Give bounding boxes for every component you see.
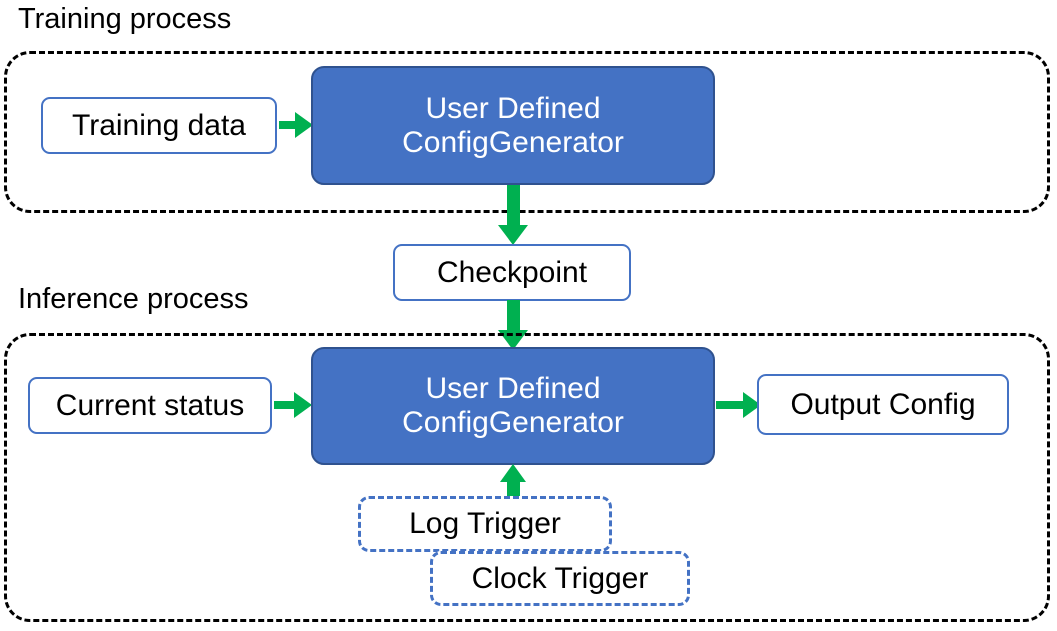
- inference-process-group: [4, 333, 1050, 622]
- current-status-node[interactable]: Current status: [28, 377, 272, 434]
- arrow-training-generator-to-checkpoint: [498, 185, 528, 245]
- arrow-head: [500, 464, 526, 482]
- log-trigger-node[interactable]: Log Trigger: [358, 496, 612, 552]
- arrow-head: [498, 225, 528, 245]
- arrow-shaft: [279, 121, 301, 129]
- arrow-shaft: [506, 300, 520, 334]
- arrow-generator-to-output-config: [716, 392, 761, 418]
- arrow-shaft: [506, 185, 520, 230]
- training-config-generator-node[interactable]: User Defined ConfigGenerator: [311, 66, 715, 185]
- checkpoint-node[interactable]: Checkpoint: [393, 244, 631, 301]
- training-generator-line2: ConfigGenerator: [402, 125, 624, 159]
- arrow-head: [294, 392, 312, 418]
- arrow-log-trigger-to-generator: [500, 464, 526, 502]
- clock-trigger-node[interactable]: Clock Trigger: [430, 551, 690, 606]
- training-generator-line1: User Defined: [425, 91, 601, 125]
- arrow-head: [743, 392, 761, 418]
- arrow-shaft: [716, 401, 746, 409]
- inference-generator-line1: User Defined: [425, 372, 601, 406]
- arrow-shaft: [506, 476, 520, 502]
- arrow-training-data-to-generator: [279, 112, 313, 138]
- output-config-node[interactable]: Output Config: [757, 374, 1009, 435]
- training-process-title: Training process: [18, 3, 232, 35]
- training-process-group: [4, 51, 1050, 213]
- arrow-shaft: [274, 401, 298, 409]
- inference-config-generator-node[interactable]: User Defined ConfigGenerator: [311, 347, 715, 465]
- inference-generator-line2: ConfigGenerator: [402, 406, 624, 439]
- training-data-node[interactable]: Training data: [41, 97, 277, 154]
- arrow-current-status-to-generator: [274, 392, 312, 418]
- inference-process-title: Inference process: [18, 283, 249, 315]
- arrow-head: [295, 112, 313, 138]
